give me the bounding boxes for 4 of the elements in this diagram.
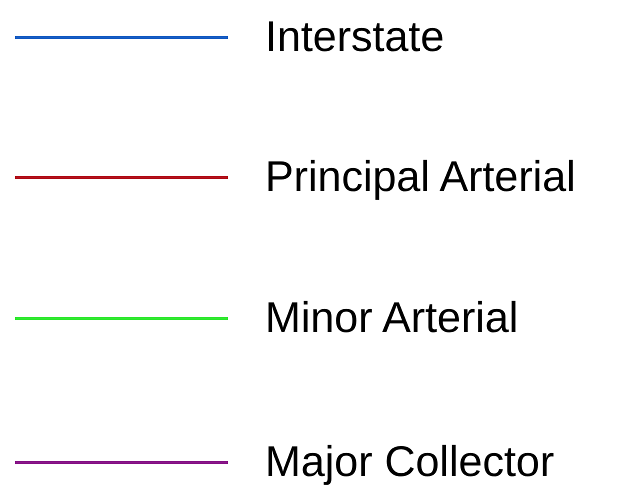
- legend-label: Minor Arterial: [265, 293, 518, 344]
- legend-label: Interstate: [265, 12, 444, 63]
- legend-label: Major Collector: [265, 437, 554, 487]
- legend-label: Principal Arterial: [265, 152, 576, 203]
